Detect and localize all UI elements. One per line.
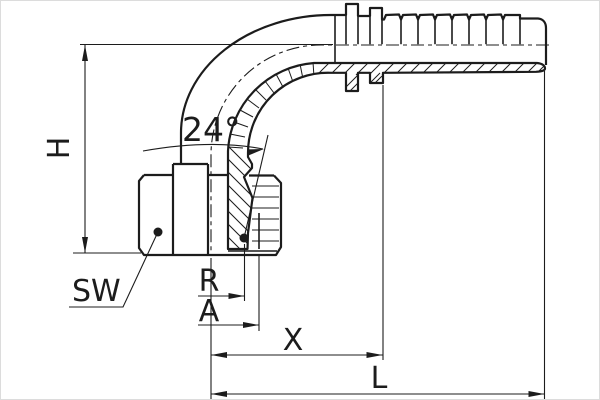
r-arrow	[228, 293, 245, 299]
nut-outline	[137, 174, 283, 257]
l-arrow-left	[211, 391, 227, 397]
cone-surface-leader	[243, 134, 269, 239]
axis-centerline	[210, 44, 549, 255]
sw-leader	[69, 233, 158, 308]
wall-section-outline	[226, 61, 547, 251]
dimension-r: R	[198, 244, 246, 301]
l-arrow-right	[528, 391, 545, 397]
internal-thread-lines	[252, 185, 279, 242]
dimension-label-x: X	[283, 323, 304, 358]
dimension-label-sw: SW	[72, 274, 121, 309]
dimension-label-l: L	[371, 361, 388, 396]
h-arrow-up	[82, 45, 88, 61]
swivel-nut	[137, 162, 283, 257]
elbow-body	[179, 2, 548, 164]
cone-leader-dot	[239, 233, 249, 243]
angle-arc	[142, 143, 264, 152]
dimension-h: H	[42, 43, 333, 254]
dimension-label-cone-angle: 24°	[182, 110, 241, 149]
sw-leader-dot	[153, 227, 163, 237]
wrench-size-annotation: SW	[69, 227, 163, 309]
dimension-l: L	[211, 71, 546, 399]
dimension-label-r: R	[199, 264, 220, 299]
x-arrow-left	[211, 352, 227, 358]
centerlines	[210, 44, 549, 255]
dimension-x: X	[210, 85, 384, 399]
barb-edge-lines	[334, 16, 521, 63]
dimension-a: A	[198, 256, 260, 331]
tube-wall-section	[226, 61, 547, 251]
x-arrow-right	[366, 352, 383, 358]
elbow-outer-profile	[179, 2, 548, 164]
dimension-label-h: H	[42, 137, 77, 160]
a-arrow	[243, 322, 259, 328]
h-arrow-down	[82, 237, 88, 253]
dimension-label-a: A	[199, 294, 220, 329]
cone-angle-annotation: 24°	[142, 110, 269, 243]
